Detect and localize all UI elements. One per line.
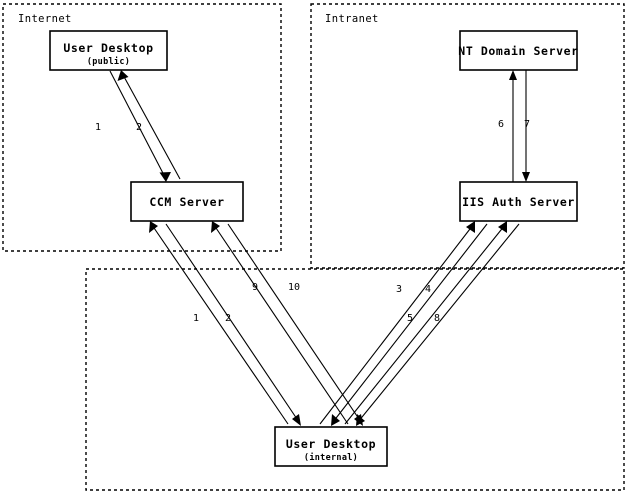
zone-intranet-boundary [310,3,625,269]
node-user-desktop-internal-title: User Desktop [286,437,376,451]
flow-pair-internal-ccm-12: 1 2 [149,221,301,426]
flow-arrowhead-8 [356,414,365,426]
zone-intranet-label: Intranet [325,13,379,25]
zone-internal-network [85,268,625,491]
zone-intranet: Intranet [310,3,625,269]
flow-pair-internal-iis-58: 5 8 [344,221,520,426]
flow-arrowhead-1 [159,172,171,182]
zone-internet-boundary [2,3,282,252]
node-nt-domain-server[interactable]: NT Domain Server [458,30,578,71]
flow-label-7: 7 [524,119,530,130]
flow-arrowhead-4 [331,414,340,426]
flow-pair-iis-nt: 6 7 [498,70,530,182]
flow-pair-internal-iis-34: 3 4 [319,221,488,426]
flow-arrowhead-3 [466,221,475,233]
flow-arrowhead-5 [498,221,507,233]
flow-arrowhead-1b [149,221,158,233]
flow-line-4-iis-to-internal [332,223,488,423]
flow-label-3: 3 [396,284,402,295]
node-user-desktop-public-box[interactable] [49,30,168,71]
flow-label-10: 10 [288,282,300,293]
flow-line-1-public-to-ccm [109,70,167,180]
flow-line-5-internal-to-iis [344,224,506,425]
node-iis-auth-server-title: IIS Auth Server [462,195,575,209]
flow-label-2: 2 [136,122,142,133]
node-user-desktop-public[interactable]: User Desktop (public) [49,30,168,71]
flow-line-9-internal-to-ccm [213,224,349,425]
zone-internal-boundary [85,268,625,491]
node-nt-domain-server-box[interactable] [459,30,578,71]
node-user-desktop-internal-subtitle: (internal) [304,452,358,463]
flow-label-5: 5 [407,313,413,324]
flow-label-9: 9 [252,282,258,293]
flow-label-1: 1 [95,122,101,133]
flow-line-8-iis-to-internal [357,223,520,423]
zone-internet: Internet [2,3,282,252]
flow-arrowhead-2 [117,70,129,81]
node-user-desktop-public-title: User Desktop [63,41,153,55]
flow-arrowhead-9 [211,221,220,233]
flow-line-2b-ccm-to-internal [165,223,300,423]
node-user-desktop-internal[interactable]: User Desktop (internal) [274,426,388,467]
node-user-desktop-internal-box[interactable] [274,426,388,467]
flow-line-3-internal-to-iis [319,224,474,425]
node-nt-domain-server-title: NT Domain Server [458,44,578,58]
node-ccm-server-box[interactable] [130,181,244,222]
flow-line-10-ccm-to-internal [227,223,362,423]
flow-label-1b: 1 [193,313,199,324]
flow-line-2-ccm-to-public [121,72,181,180]
node-user-desktop-public-subtitle: (public) [87,56,130,67]
flow-arrowhead-7 [522,172,530,182]
node-iis-auth-server-box[interactable] [459,181,578,222]
flow-arrowhead-2b [292,414,301,426]
flow-label-4: 4 [425,284,431,295]
flow-pair-internal-ccm-910: 9 10 [211,221,363,426]
flow-label-2b: 2 [225,313,231,324]
node-iis-auth-server[interactable]: IIS Auth Server [459,181,578,222]
zone-internet-label: Internet [18,13,72,25]
node-ccm-server[interactable]: CCM Server [130,181,244,222]
flow-line-1b-internal-to-ccm [151,224,289,425]
node-ccm-server-title: CCM Server [149,195,224,209]
flow-label-8: 8 [434,313,440,324]
flow-pair-public-ccm: 1 2 [95,70,181,182]
flow-label-6: 6 [498,119,504,130]
flow-arrowhead-6 [509,70,517,80]
